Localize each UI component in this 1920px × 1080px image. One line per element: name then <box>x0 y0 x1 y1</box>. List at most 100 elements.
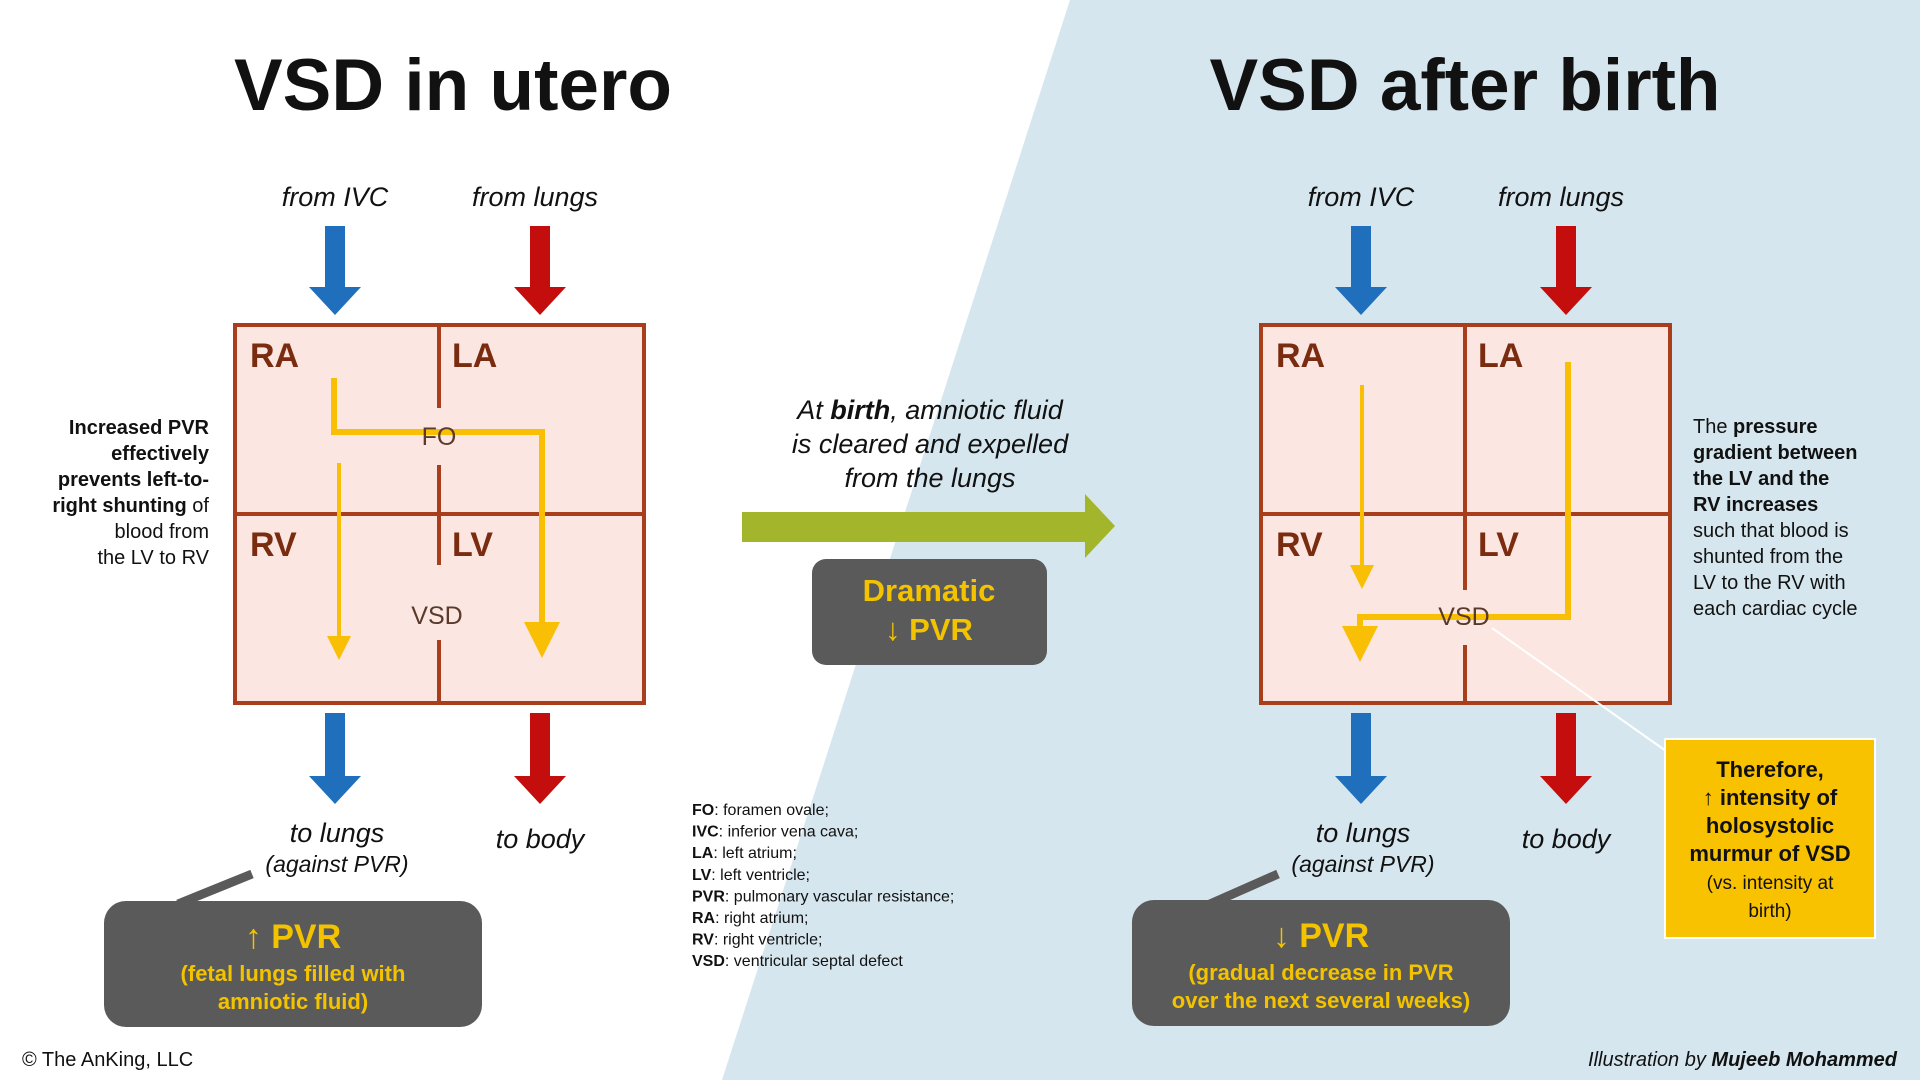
right-red-inflow-arrow <box>1540 226 1592 315</box>
right-side-note: The pressure gradient between the LV and t… <box>1693 416 1858 620</box>
left-pvr-callout <box>104 901 482 1027</box>
left-vsd-label: VSD <box>411 602 462 630</box>
right-chamber-lv: LV <box>1478 526 1519 564</box>
right-side-note-line-7-seg-0: each cardiac cycle <box>1693 598 1858 620</box>
birth-transition-arrow <box>742 494 1115 558</box>
right-callout-sub-line-0: (gradual decrease in PVR <box>1188 960 1453 985</box>
right-side-note-line-5-seg-0: shunted from the <box>1693 546 1843 568</box>
right-lv-to-rv-shunt-flow <box>1342 362 1571 662</box>
left-chamber-ra: RA <box>250 337 299 375</box>
right-from-ivc-label: from IVC <box>1308 182 1415 212</box>
left-callout-sub-line-1: amniotic fluid) <box>218 989 368 1014</box>
right-chamber-ra: RA <box>1276 337 1325 375</box>
left-side-note-line-5-seg-0: the LV to RV <box>97 547 209 569</box>
left-chamber-rv: RV <box>250 526 297 564</box>
right-pvr-callout <box>1132 900 1510 1026</box>
illustration-credit: Illustration by Mujeeb Mohammed <box>1588 1049 1898 1071</box>
transition-line-0-seg-1: birth <box>830 395 890 425</box>
abbreviation-legend: FO: foramen ovale; IVC: inferior vena cav… <box>692 802 954 970</box>
abbreviation-term: VSD <box>692 953 725 970</box>
right-callout-subtitle: (gradual decrease in PVR over the next se… <box>1172 960 1470 1013</box>
right-to-body-label: to body <box>1522 824 1612 854</box>
left-side-note: Increased PVR effectively prevents left-to… <box>52 417 210 569</box>
left-side-note-line-0-seg-0: Increased PVR <box>69 417 210 439</box>
left-blue-inflow-arrow <box>309 226 361 315</box>
murmur-callout-box <box>1664 738 1876 939</box>
abbreviation-definition: : foramen ovale; <box>714 802 829 819</box>
abbreviation-term: RV <box>692 932 714 949</box>
left-heart <box>233 323 646 705</box>
abbreviation-definition: : right atrium; <box>715 910 808 927</box>
dramatic-pvr-text: Dramatic ↓ PVR <box>863 573 996 647</box>
left-title: VSD in utero <box>234 45 672 126</box>
abbreviation-term: RA <box>692 910 716 927</box>
left-red-inflow-arrow <box>514 226 566 315</box>
left-chamber-la: LA <box>452 337 497 375</box>
left-to-body-label: to body <box>496 824 586 854</box>
copyright-notice: © The AnKing, LLC <box>22 1049 193 1071</box>
transition-line-0-seg-0: At <box>795 395 830 425</box>
right-side-note-line-3-seg-0: RV increases <box>1693 494 1818 516</box>
left-from-lungs-label: from lungs <box>472 182 598 212</box>
right-side-note-line-0-seg-0: The <box>1693 416 1733 438</box>
birth-transition-text: At birth, amniotic fluid is cleared and e… <box>792 395 1069 493</box>
murmur-line-1: ↑ intensity of <box>1703 785 1838 810</box>
right-blue-inflow-arrow <box>1335 226 1387 315</box>
murmur-line-3: murmur of VSD <box>1689 841 1850 866</box>
left-fo-label: FO <box>422 423 457 451</box>
abbreviation-definition: : ventricular septal defect <box>725 953 903 970</box>
right-chamber-la: LA <box>1478 337 1523 375</box>
right-side-note-line-2-seg-0: the LV and the <box>1693 468 1829 490</box>
abbreviation-definition: : inferior vena cava; <box>719 824 859 841</box>
right-against-pvr-label: (against PVR) <box>1291 851 1434 877</box>
abbreviation-definition: : left ventricle; <box>711 867 810 884</box>
right-side-note-line-1-seg-0: gradient between <box>1693 442 1857 464</box>
dramatic-line-1: ↓ PVR <box>885 612 973 647</box>
abbreviation-term: FO <box>692 802 714 819</box>
left-callout-sub-line-0: (fetal lungs filled with <box>181 961 406 986</box>
right-blue-outflow-arrow <box>1335 713 1387 804</box>
right-from-lungs-label: from lungs <box>1498 182 1624 212</box>
right-vsd-label: VSD <box>1438 603 1489 631</box>
right-chamber-rv: RV <box>1276 526 1323 564</box>
left-from-ivc-label: from IVC <box>282 182 389 212</box>
left-blue-outflow-arrow <box>309 713 361 804</box>
dramatic-pvr-box <box>812 559 1047 665</box>
right-side-note-line-0-seg-1: pressure <box>1733 416 1818 438</box>
left-chamber-lv: LV <box>452 526 493 564</box>
right-callout-pointer <box>1208 869 1280 909</box>
transition-line-1-seg-0: is cleared and expelled <box>792 429 1069 459</box>
right-heart <box>1259 323 1672 705</box>
right-red-outflow-arrow <box>1540 713 1592 804</box>
abbreviation-definition: : right ventricle; <box>714 932 822 949</box>
right-side-note-line-6-seg-0: LV to the RV with <box>1693 572 1846 594</box>
abbreviation-term: PVR <box>692 888 725 905</box>
abbreviation-term: LV <box>692 867 712 884</box>
abbreviation-definition: : left atrium; <box>713 845 797 862</box>
left-callout-title: ↑ PVR <box>245 918 341 956</box>
left-side-note-line-4-seg-0: blood from <box>115 521 210 543</box>
right-to-lungs-label: to lungs <box>1316 818 1411 848</box>
left-side-note-line-3-seg-0: right shunting <box>52 495 186 517</box>
credit-name: Mujeeb Mohammed <box>1711 1049 1897 1071</box>
abbreviation-definition: : pulmonary vascular resistance; <box>725 888 954 905</box>
left-callout-subtitle: (fetal lungs filled with amniotic fluid) <box>181 961 406 1014</box>
murmur-line-5: birth) <box>1748 901 1791 922</box>
right-side-note-line-4-seg-0: such that blood is <box>1693 520 1849 542</box>
abbreviation-term: LA <box>692 845 714 862</box>
right-callout-sub-line-1: over the next several weeks) <box>1172 988 1470 1013</box>
murmur-line-4: (vs. intensity at <box>1707 873 1834 894</box>
dramatic-line-0: Dramatic <box>863 573 996 608</box>
right-callout-title: ↓ PVR <box>1273 917 1369 955</box>
left-side-note-line-1-seg-0: effectively <box>111 443 210 465</box>
left-against-pvr-label: (against PVR) <box>265 851 408 877</box>
left-red-outflow-arrow <box>514 713 566 804</box>
murmur-line-2: holosystolic <box>1706 813 1834 838</box>
abbreviation-term: IVC <box>692 824 719 841</box>
left-fo-shunt-flow <box>331 378 560 658</box>
left-side-note-line-2-seg-0: prevents left-to- <box>58 469 209 491</box>
left-to-lungs-label: to lungs <box>290 818 385 848</box>
transition-line-0-seg-2: , amniotic fluid <box>890 395 1064 425</box>
left-side-note-line-3-seg-1: of <box>187 495 210 517</box>
